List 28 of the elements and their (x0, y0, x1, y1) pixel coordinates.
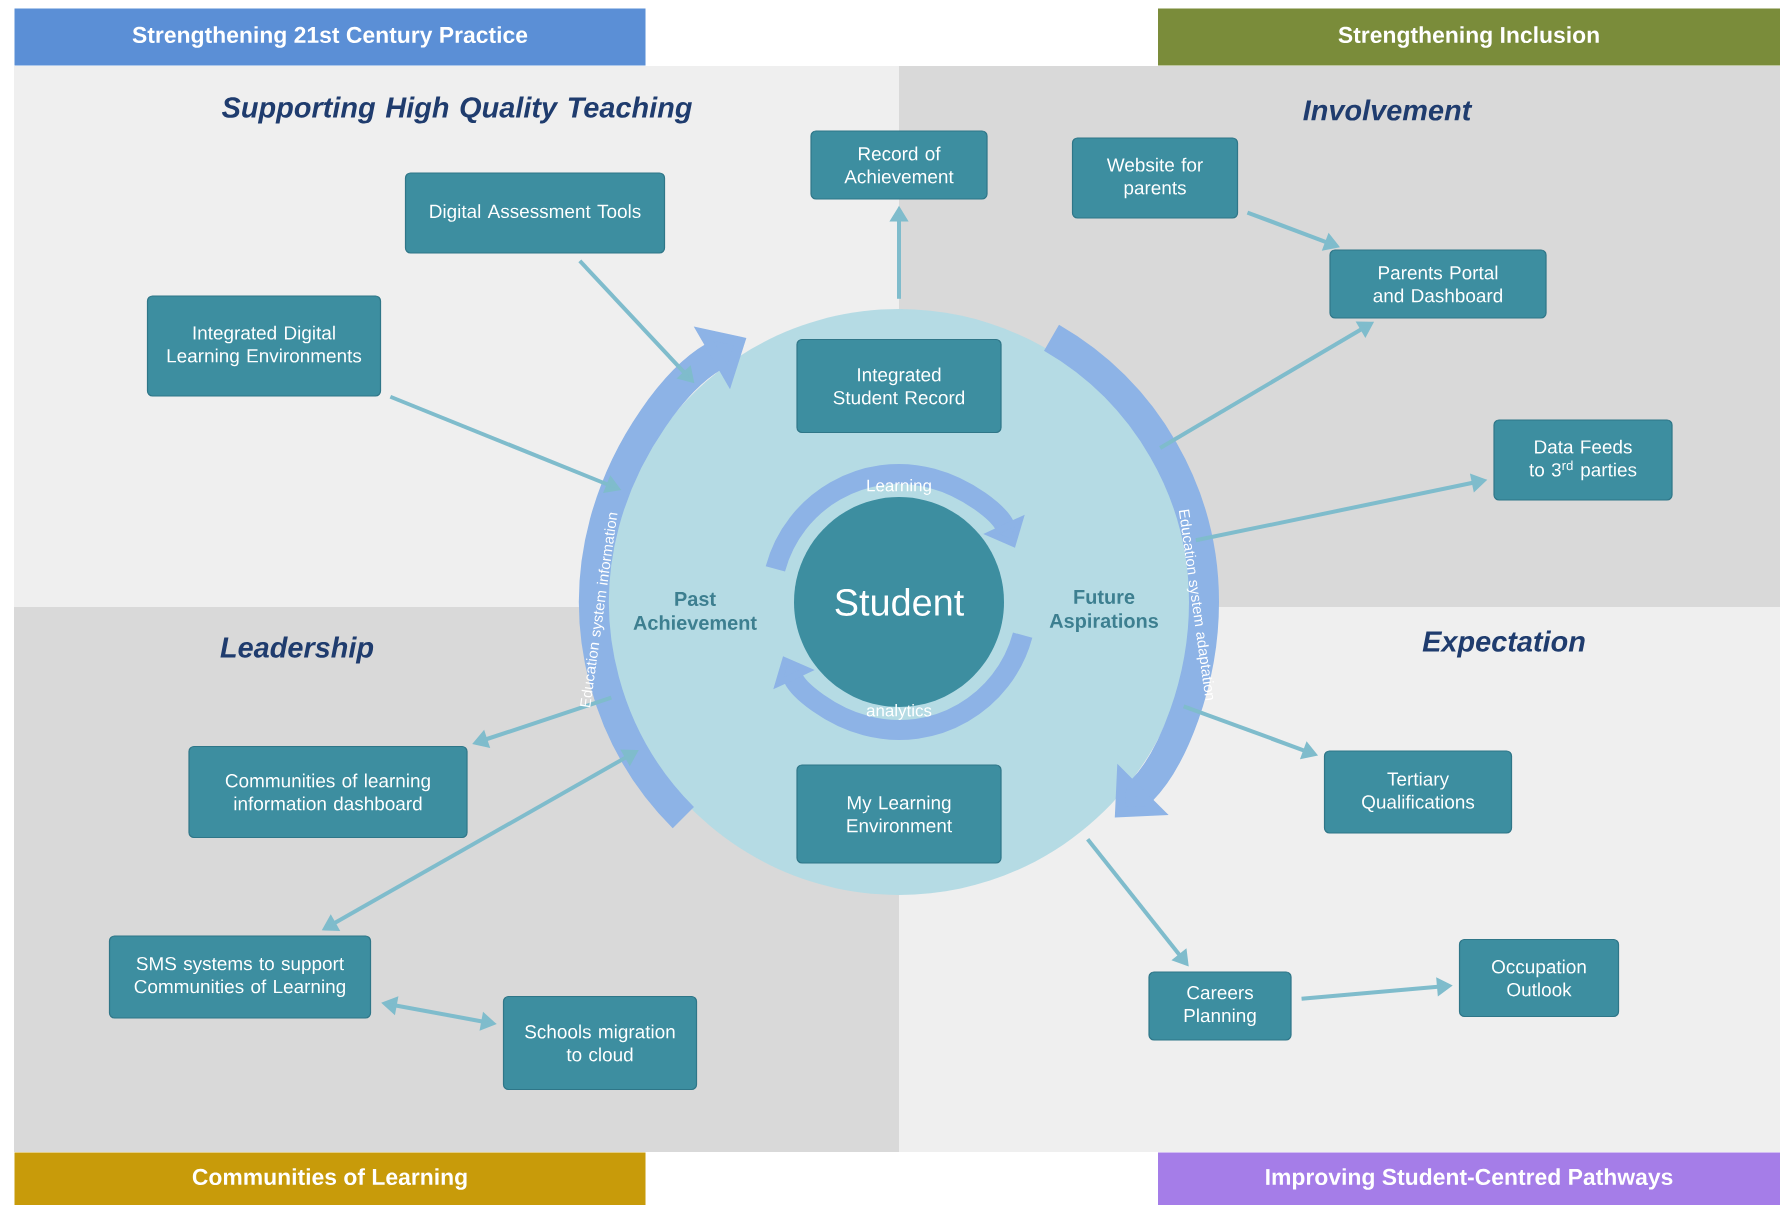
header-bar: Strengthening Inclusion (1158, 8, 1780, 66)
process-box: Data Feeds to 3$^{rd}$ parties (1493, 419, 1673, 501)
process-box: Tertiary Qualifications (1323, 750, 1513, 834)
arc-label: Education system adaptation (1178, 509, 1214, 701)
section-heading: Supporting High Quality Teaching (221, 96, 692, 124)
process-box: Parents Portal and Dashboard (1329, 249, 1547, 319)
process-box: Integrated Digital Learning Environments (146, 295, 382, 397)
process-box: Record of Achievement (810, 130, 988, 200)
process-box: Schools migration to cloud (502, 995, 698, 1091)
header-bar: Strengthening 21st Century Practice (14, 8, 646, 66)
section-heading: Expectation (1422, 630, 1585, 658)
ring-label: analytics (866, 704, 932, 720)
process-box: SMS systems to support Communities of Learning (108, 935, 372, 1019)
process-box: My Learning Environment (796, 764, 1002, 864)
process-box: Website for parents (1071, 137, 1239, 219)
process-box: Communities of learning information dashboard (188, 745, 468, 839)
process-box: Occupation Outlook (1458, 938, 1620, 1018)
header-bar: Improving Student-Centred Pathways (1158, 1152, 1780, 1205)
header-bar: Communities of Learning (14, 1152, 646, 1205)
circle-label: Past Achievement (633, 592, 757, 630)
process-box: Integrated Student Record (796, 338, 1002, 434)
process-box: Digital Assessment Tools (404, 172, 666, 254)
section-heading: Leadership (220, 636, 374, 664)
process-box: Careers Planning (1148, 971, 1292, 1041)
ring-label: Learning (867, 479, 931, 495)
circle-label: Future Aspirations (1049, 590, 1158, 632)
section-heading: Involvement (1303, 99, 1473, 121)
arc-label: Education system information (580, 512, 618, 708)
